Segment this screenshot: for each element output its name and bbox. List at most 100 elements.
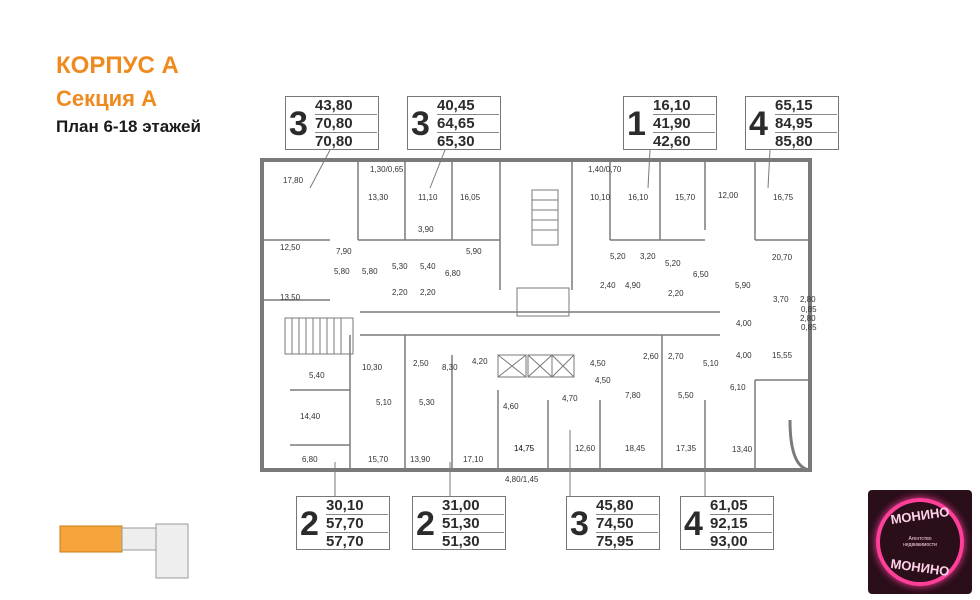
room-area-label: 16,10 bbox=[628, 193, 649, 202]
room-area-label: 2,70 bbox=[668, 352, 684, 361]
room-area-label: 6,50 bbox=[693, 270, 709, 279]
room-area-label: 0,85 bbox=[801, 305, 817, 314]
room-area-label: 3,70 bbox=[773, 295, 789, 304]
section-location-minimap bbox=[59, 523, 189, 579]
total-area-with-balcony: 70,80 bbox=[315, 133, 353, 150]
room-area-label: 4,50 bbox=[595, 376, 611, 385]
apartment-frame bbox=[407, 96, 501, 150]
room-area-label: 2,80 bbox=[800, 314, 816, 323]
room-area-label: 8,30 bbox=[442, 363, 458, 372]
room-area-label: 5,90 bbox=[466, 247, 482, 256]
room-area-label: 2,80 bbox=[800, 295, 816, 304]
callout-line bbox=[767, 149, 771, 189]
room-area-label: 4,70 bbox=[562, 394, 578, 403]
room-area-label: 5,10 bbox=[376, 398, 392, 407]
room-area-label: 10,30 bbox=[362, 363, 383, 372]
total-area-with-balcony: 42,60 bbox=[653, 133, 691, 150]
total-area: 64,65 bbox=[437, 115, 499, 133]
total-area-with-balcony: 51,30 bbox=[442, 533, 480, 550]
room-area-label: 14,75 bbox=[514, 444, 535, 453]
living-area: 43,80 bbox=[315, 97, 377, 115]
room-area-label: 5,50 bbox=[678, 391, 694, 400]
room-area-label: 18,45 bbox=[625, 444, 646, 453]
apartment-frame bbox=[745, 96, 839, 150]
total-area: 51,30 bbox=[442, 515, 504, 533]
room-area-label: 5,40 bbox=[309, 371, 325, 380]
callout-line bbox=[309, 149, 331, 189]
room-area-label: 17,80 bbox=[283, 176, 304, 185]
room-area-label: 17,35 bbox=[676, 444, 697, 453]
room-area-label: 17,10 bbox=[463, 455, 484, 464]
room-area-label: 1,40/0,70 bbox=[588, 165, 622, 174]
room-area-label: 13,50 bbox=[280, 293, 301, 302]
room-area-label: 6,10 bbox=[730, 383, 746, 392]
living-area: 16,10 bbox=[653, 97, 715, 115]
room-count: 1 bbox=[627, 105, 646, 143]
total-area: 41,90 bbox=[653, 115, 715, 133]
room-count: 3 bbox=[570, 505, 589, 543]
room-count: 4 bbox=[684, 505, 703, 543]
room-area-label: 16,75 bbox=[773, 193, 794, 202]
room-area-label: 4,80/1,45 bbox=[505, 475, 539, 484]
room-area-label: 2,20 bbox=[420, 288, 436, 297]
apartment-frame bbox=[623, 96, 717, 150]
apartment-frame bbox=[285, 96, 379, 150]
room-area-label: 13,90 bbox=[410, 455, 431, 464]
living-area: 61,05 bbox=[710, 497, 772, 515]
logo-text-middle: Агентство недвижимости bbox=[903, 536, 937, 548]
room-area-label: 13,30 bbox=[368, 193, 389, 202]
callout-line bbox=[429, 149, 446, 189]
room-area-label: 4,20 bbox=[472, 357, 488, 366]
agency-logo: МОНИНО Агентство недвижимости МОНИНО bbox=[868, 490, 972, 594]
total-area: 74,50 bbox=[596, 515, 658, 533]
total-area-with-balcony: 85,80 bbox=[775, 133, 813, 150]
room-area-label: 12,60 bbox=[575, 444, 596, 453]
room-area-label: 15,55 bbox=[772, 351, 793, 360]
total-area: 84,95 bbox=[775, 115, 837, 133]
room-area-label: 2,60 bbox=[643, 352, 659, 361]
total-area-with-balcony: 75,95 bbox=[596, 533, 634, 550]
room-count: 2 bbox=[300, 505, 319, 543]
room-area-label: 15,70 bbox=[675, 193, 696, 202]
room-area-label: 2,20 bbox=[668, 289, 684, 298]
room-area-label: 16,05 bbox=[460, 193, 481, 202]
room-area-label: 5,90 bbox=[735, 281, 751, 290]
room-count: 3 bbox=[289, 105, 308, 143]
total-area-with-balcony: 65,30 bbox=[437, 133, 475, 150]
total-area: 57,70 bbox=[326, 515, 388, 533]
living-area: 40,45 bbox=[437, 97, 499, 115]
room-area-label: 12,50 bbox=[280, 243, 301, 252]
room-area-label: 7,90 bbox=[336, 247, 352, 256]
room-area-label: 4,60 bbox=[503, 402, 519, 411]
room-area-label: 3,90 bbox=[418, 225, 434, 234]
total-area-with-balcony: 93,00 bbox=[710, 533, 748, 550]
room-area-label: 14,40 bbox=[300, 412, 321, 421]
apartment-frame bbox=[680, 496, 774, 550]
room-area-label: 0,85 bbox=[801, 323, 817, 332]
outer-wall bbox=[260, 158, 812, 472]
apartment-frame bbox=[566, 496, 660, 550]
room-area-label: 10,10 bbox=[590, 193, 611, 202]
room-count: 4 bbox=[749, 105, 768, 143]
living-area: 45,80 bbox=[596, 497, 658, 515]
room-area-label: 13,40 bbox=[732, 445, 753, 454]
room-count: 2 bbox=[416, 505, 435, 543]
room-area-label: 3,20 bbox=[640, 252, 656, 261]
room-area-label: 6,80 bbox=[445, 269, 461, 278]
room-area-label: 2,20 bbox=[392, 288, 408, 297]
building-title: КОРПУС А bbox=[56, 52, 179, 79]
living-area: 30,10 bbox=[326, 497, 388, 515]
logo-ring bbox=[876, 498, 964, 586]
room-area-label: 11,10 bbox=[418, 193, 438, 202]
living-area: 31,00 bbox=[442, 497, 504, 515]
room-area-label: 5,10 bbox=[703, 359, 719, 368]
room-area-label: 2,40 bbox=[600, 281, 616, 290]
